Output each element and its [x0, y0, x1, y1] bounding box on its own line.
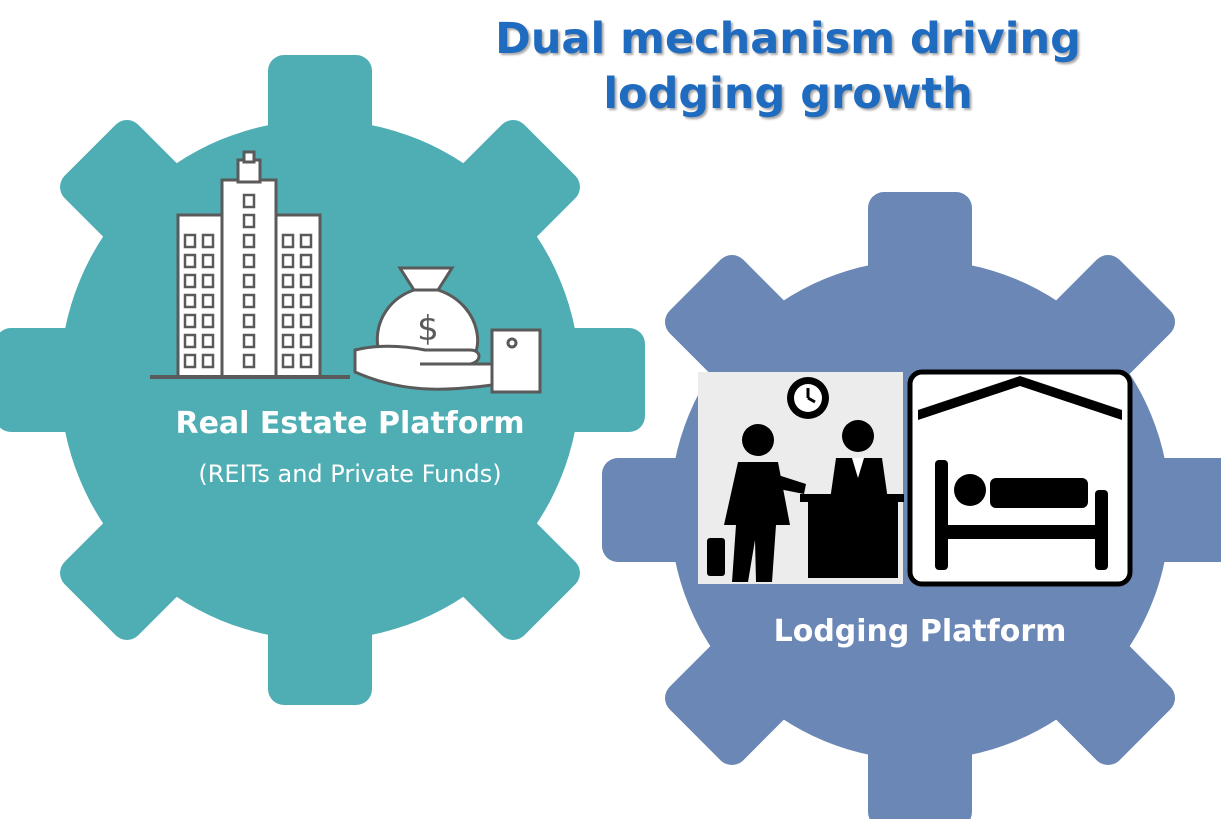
- dollar-sign-icon: $: [417, 309, 439, 349]
- lodging-platform-label: Lodging Platform: [773, 614, 1067, 649]
- diagram-title: Dual mechanism driving lodging growth: [495, 14, 1081, 119]
- real-estate-platform-label: Real Estate Platform: [175, 406, 525, 441]
- hotel-reception-icon: [698, 372, 904, 584]
- real-estate-gear: [0, 55, 645, 705]
- money-bag-hand-icon: [353, 266, 542, 394]
- building-windows: [183, 193, 313, 369]
- hotel-bed-icon: [907, 369, 1133, 587]
- real-estate-platform-sublabel: (REITs and Private Funds): [198, 460, 502, 488]
